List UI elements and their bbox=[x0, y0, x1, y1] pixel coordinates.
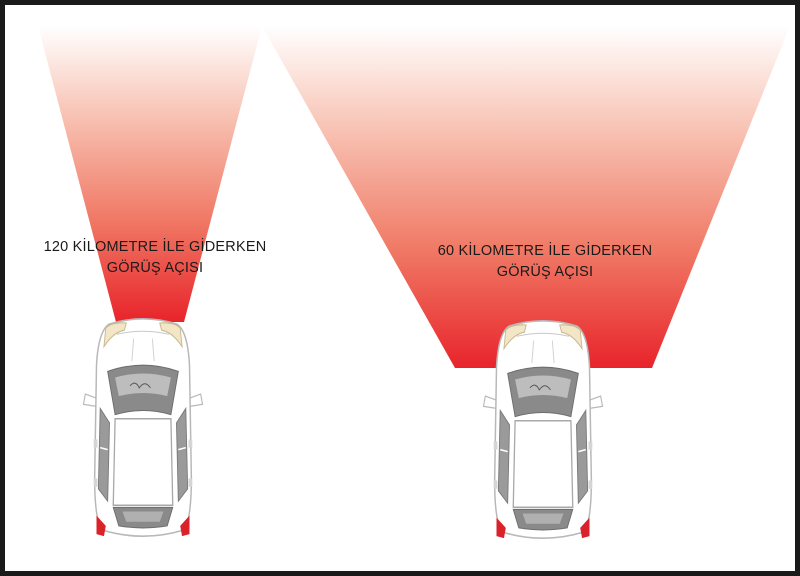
caption-120-line2: GÖRÜŞ AÇISI bbox=[106, 260, 204, 276]
caption-60-kmh: 60 KİLOMETRE İLE GİDERKEN GÖRÜŞ AÇISI bbox=[405, 241, 685, 283]
car-topview-left bbox=[82, 318, 204, 538]
caption-60-line2: GÖRÜŞ AÇISI bbox=[496, 264, 594, 280]
car-topview-right bbox=[482, 320, 604, 540]
view-cone-60 bbox=[262, 26, 790, 368]
caption-120-line1: 120 KİLOMETRE İLE GİDERKEN bbox=[43, 239, 267, 255]
view-cone-120 bbox=[38, 26, 262, 322]
caption-120-kmh: 120 KİLOMETRE İLE GİDERKEN GÖRÜŞ AÇISI bbox=[15, 237, 295, 279]
diagram-canvas bbox=[38, 26, 790, 540]
caption-60-line1: 60 KİLOMETRE İLE GİDERKEN bbox=[437, 243, 653, 259]
